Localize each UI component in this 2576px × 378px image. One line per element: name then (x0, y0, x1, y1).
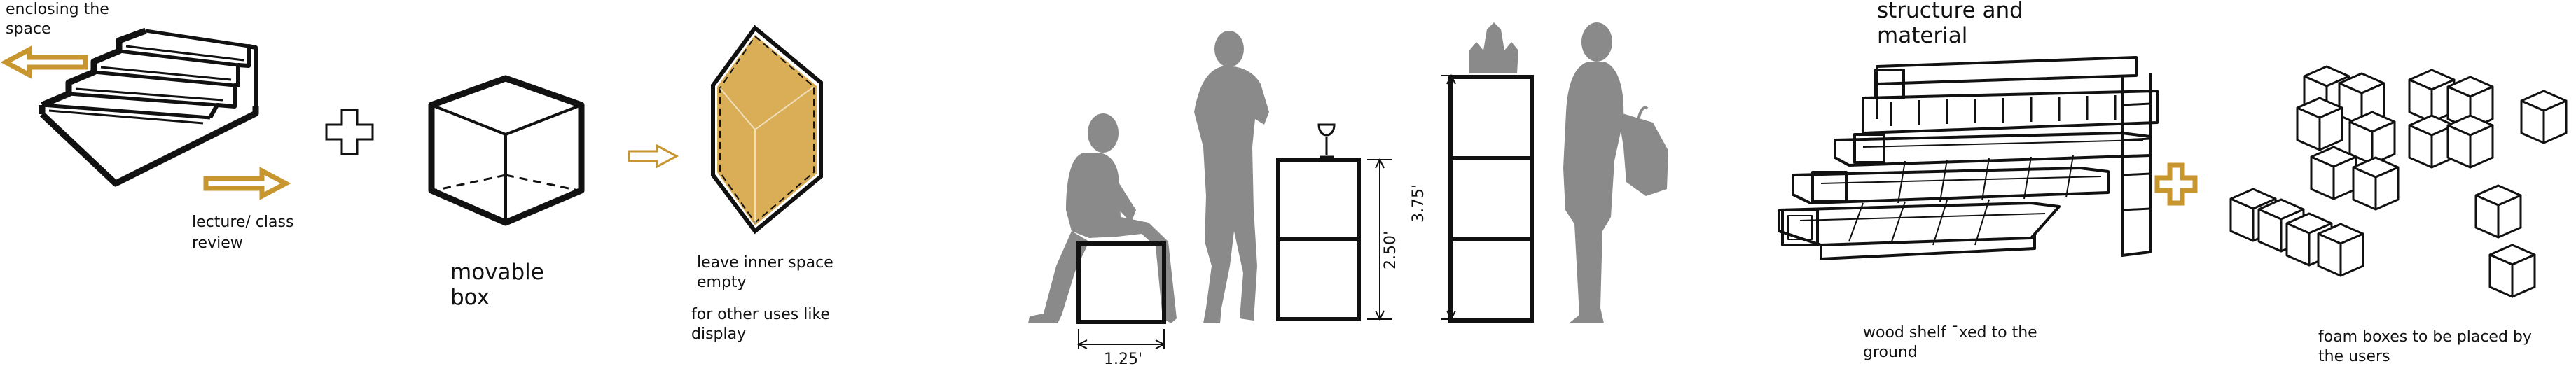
label-other-uses-line2: display (691, 326, 747, 343)
plus-gold-icon (2154, 162, 2198, 206)
foam-boxes-drawing (2229, 65, 2568, 298)
dimension-lines (1076, 74, 1461, 349)
dim-label-tall-height: 3.75' (1410, 183, 1427, 223)
label-lecture-line2: review (192, 234, 243, 252)
label-other-uses-line1: for other uses like (691, 306, 830, 323)
dim-label-seat-width: 1.25' (1104, 351, 1143, 368)
label-leave-inner-line1: leave inner space (697, 254, 833, 272)
movable-box-cube (428, 75, 585, 226)
steps-drawing (39, 27, 259, 187)
label-movable-line2: box (450, 285, 490, 310)
plus-icon (325, 108, 374, 155)
wine-glass-icon (1317, 123, 1336, 158)
label-leave-inner-line2: empty (697, 274, 747, 291)
label-structure-line1: structure and (1877, 0, 2023, 23)
arrow-transform-icon (628, 144, 679, 169)
label-structure-line2: material (1877, 23, 1968, 48)
label-enclosing-line1: enclosing the (6, 1, 109, 18)
table-box (1276, 158, 1361, 321)
label-lecture-line1: lecture/ class (192, 214, 294, 231)
display-object-icon (1469, 22, 1518, 74)
standing-woman-silhouette (1194, 31, 1269, 323)
label-wood-shelf-line2: ground (1863, 344, 1918, 361)
dim-label-table-height: 2.50' (1382, 230, 1399, 270)
label-wood-shelf-line1: wood shelf ¯xed to the (1863, 324, 2037, 342)
arrow-left-icon (0, 46, 88, 79)
label-foam-boxes-line1: foam boxes to be placed by (2318, 328, 2532, 346)
seat-box (1076, 241, 1166, 324)
wood-shelf-drawing (1778, 56, 2159, 260)
arrow-right-icon (203, 167, 291, 200)
tall-box (1448, 75, 1534, 323)
label-movable-line1: movable (450, 260, 544, 285)
standing-man-silhouette (1563, 22, 1668, 323)
label-enclosing-line2: space (6, 20, 51, 38)
label-foam-boxes-line2: the users (2318, 348, 2390, 365)
hollow-box-display (711, 24, 823, 234)
seated-person-silhouette (1028, 113, 1177, 323)
